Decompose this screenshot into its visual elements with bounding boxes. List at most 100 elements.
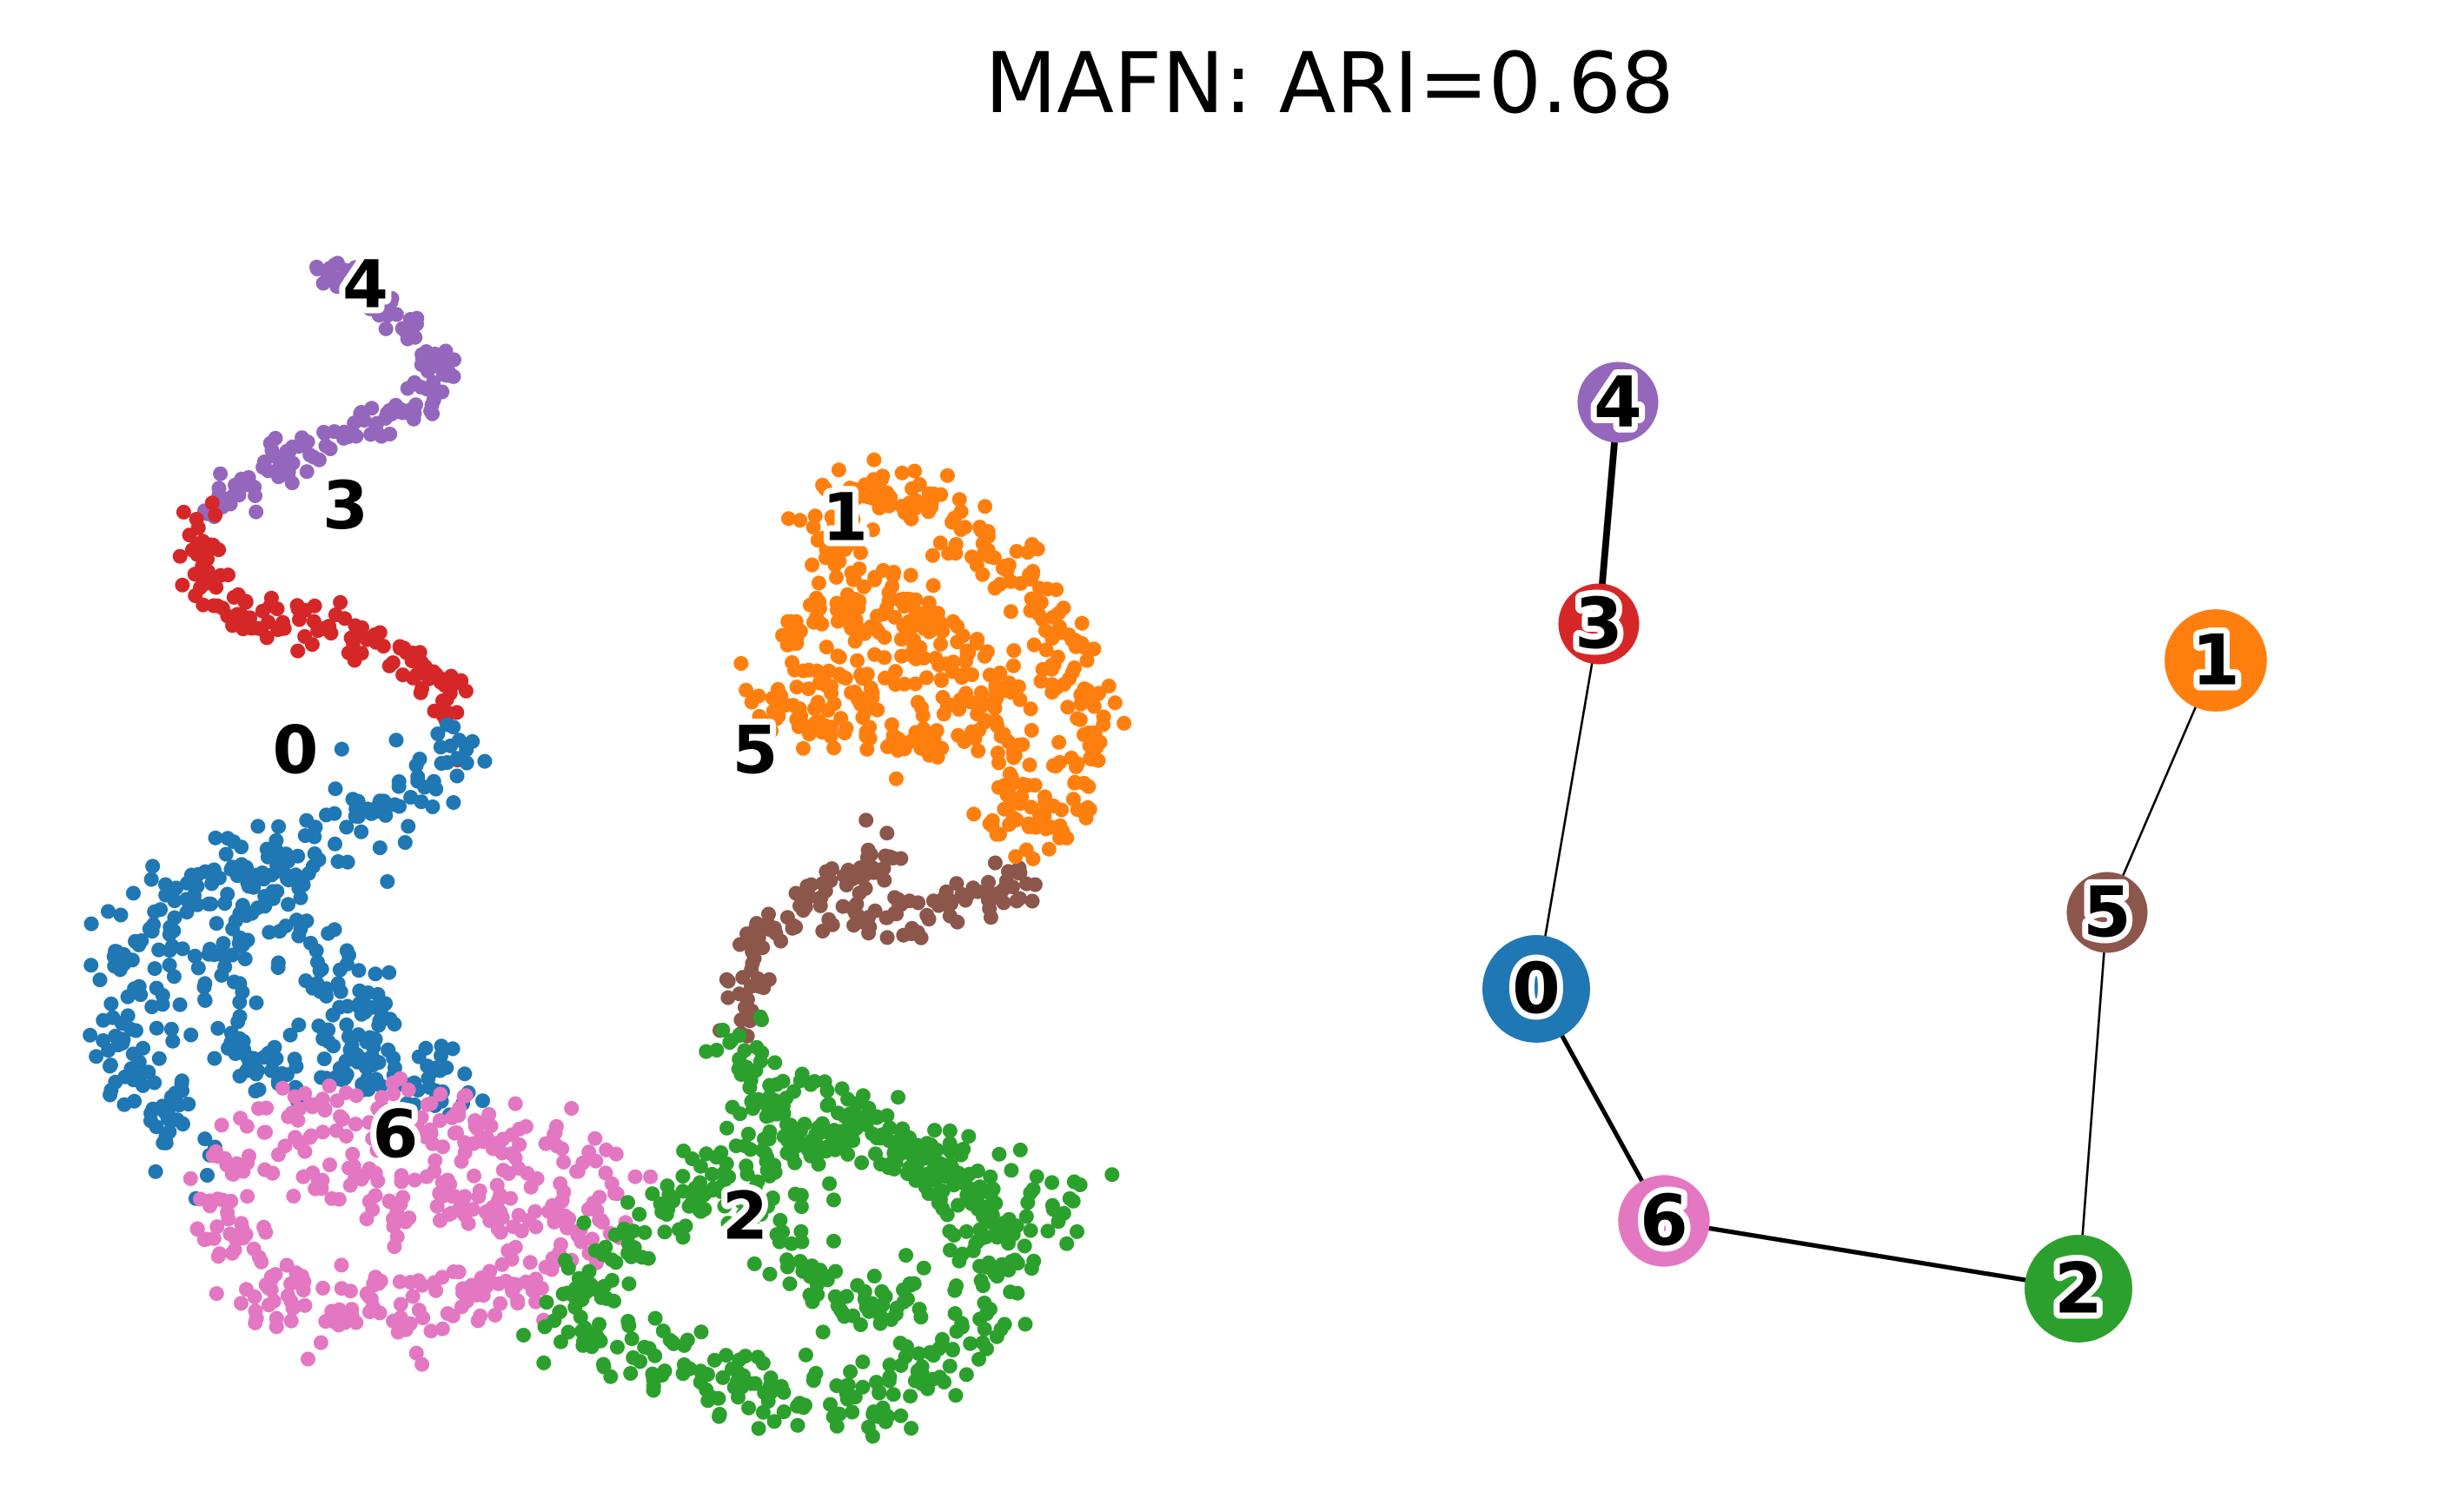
- scatter-point: [855, 710, 871, 726]
- scatter-point: [278, 918, 294, 934]
- scatter-point: [454, 673, 469, 688]
- scatter-point: [888, 771, 904, 786]
- scatter-point: [1025, 1182, 1041, 1197]
- scatter-point: [1044, 631, 1060, 647]
- scatter-point: [739, 1166, 755, 1182]
- scatter-point: [339, 1129, 354, 1144]
- scatter-point: [824, 686, 839, 701]
- scatter-point: [248, 488, 263, 503]
- node-circle-1: [2164, 609, 2267, 712]
- scatter-point: [426, 773, 441, 789]
- scatter-point: [885, 568, 901, 583]
- scatter-point: [849, 1096, 865, 1111]
- scatter-point: [599, 1142, 614, 1157]
- scatter-point: [905, 618, 921, 633]
- scatter-point: [730, 1374, 746, 1389]
- scatter-point: [990, 1269, 1005, 1284]
- scatter-point: [175, 577, 190, 593]
- scatter-point: [809, 663, 825, 679]
- scatter-point: [807, 508, 823, 524]
- scatter-point: [972, 1179, 988, 1195]
- scatter-point: [675, 1169, 691, 1184]
- scatter-point: [248, 1315, 263, 1330]
- scatter-point: [331, 1317, 347, 1333]
- scatter-point: [728, 1138, 744, 1154]
- scatter-point: [857, 1283, 872, 1299]
- scatter-point: [1012, 1142, 1028, 1157]
- scatter-point: [83, 1027, 98, 1043]
- scatter-point: [955, 1246, 971, 1262]
- scatter-point: [242, 610, 258, 626]
- scatter-point: [516, 1328, 531, 1343]
- scatter-point: [1023, 701, 1038, 717]
- scatter-point: [834, 1304, 850, 1320]
- scatter-point: [575, 1337, 591, 1353]
- scatter-point: [858, 667, 874, 683]
- scatter-point: [280, 1288, 295, 1303]
- scatter-point: [1022, 757, 1037, 773]
- scatter-point: [906, 1276, 922, 1291]
- scatter-point: [826, 1192, 841, 1208]
- scatter-point: [647, 1348, 663, 1363]
- scatter-point: [786, 1138, 801, 1153]
- scatter-point: [361, 985, 376, 1000]
- scatter-point: [1054, 802, 1070, 818]
- scatter-point: [420, 361, 435, 377]
- scatter-point: [471, 1189, 487, 1204]
- scatter-point: [693, 1324, 709, 1340]
- scatter-point: [234, 1216, 249, 1231]
- scatter-point: [1038, 642, 1054, 658]
- scatter-point: [321, 619, 337, 634]
- scatter-point: [1079, 653, 1095, 668]
- scatter-point: [927, 1123, 943, 1138]
- scatter-point: [916, 650, 931, 666]
- scatter-point: [835, 899, 851, 914]
- scatter-point: [893, 897, 909, 912]
- scatter-point: [951, 1197, 965, 1213]
- scatter-point: [850, 653, 865, 668]
- cluster-label-0: 0: [273, 711, 319, 788]
- scatter-point: [754, 1045, 770, 1060]
- scatter-point: [189, 1222, 205, 1237]
- scatter-point: [325, 1007, 341, 1023]
- scatter-point: [446, 368, 461, 384]
- scatter-point: [381, 965, 397, 980]
- scatter-point: [381, 1042, 396, 1058]
- scatter-point: [434, 1048, 448, 1064]
- scatter-point: [793, 1199, 809, 1215]
- scatter-point: [1024, 893, 1040, 909]
- scatter-point: [421, 1071, 436, 1086]
- scatter-point: [271, 819, 287, 834]
- scatter-point: [539, 1295, 554, 1310]
- scatter-point: [852, 561, 867, 577]
- scatter-point: [765, 1105, 780, 1121]
- scatter-point: [458, 1088, 474, 1104]
- scatter-point: [232, 1009, 248, 1025]
- cluster-label-5: 5: [732, 711, 779, 788]
- scatter-point: [812, 575, 826, 591]
- scatter-point: [975, 1209, 991, 1224]
- scatter-point: [295, 430, 309, 446]
- scatter-point: [440, 717, 455, 733]
- scatter-point: [365, 1131, 381, 1146]
- scatter-point: [632, 1206, 647, 1222]
- scatter-point: [911, 895, 926, 911]
- scatter-point: [806, 1074, 822, 1089]
- scatter-point: [1082, 801, 1097, 817]
- scatter-point: [556, 1154, 572, 1170]
- scatter-point: [306, 613, 321, 629]
- scatter-point: [387, 797, 402, 812]
- scatter-point: [888, 664, 904, 680]
- scatter-point: [962, 1166, 977, 1182]
- scatter-point: [484, 1275, 500, 1290]
- scatter-point: [907, 463, 923, 479]
- scatter-point: [131, 937, 147, 952]
- scatter-point: [1020, 1195, 1036, 1210]
- scatter-point: [806, 614, 821, 630]
- scatter-point: [313, 1335, 328, 1350]
- scatter-point: [991, 1146, 1007, 1162]
- scatter-point: [265, 1165, 281, 1181]
- scatter-point: [953, 504, 969, 520]
- scatter-point: [419, 381, 434, 397]
- scatter-point: [969, 557, 984, 573]
